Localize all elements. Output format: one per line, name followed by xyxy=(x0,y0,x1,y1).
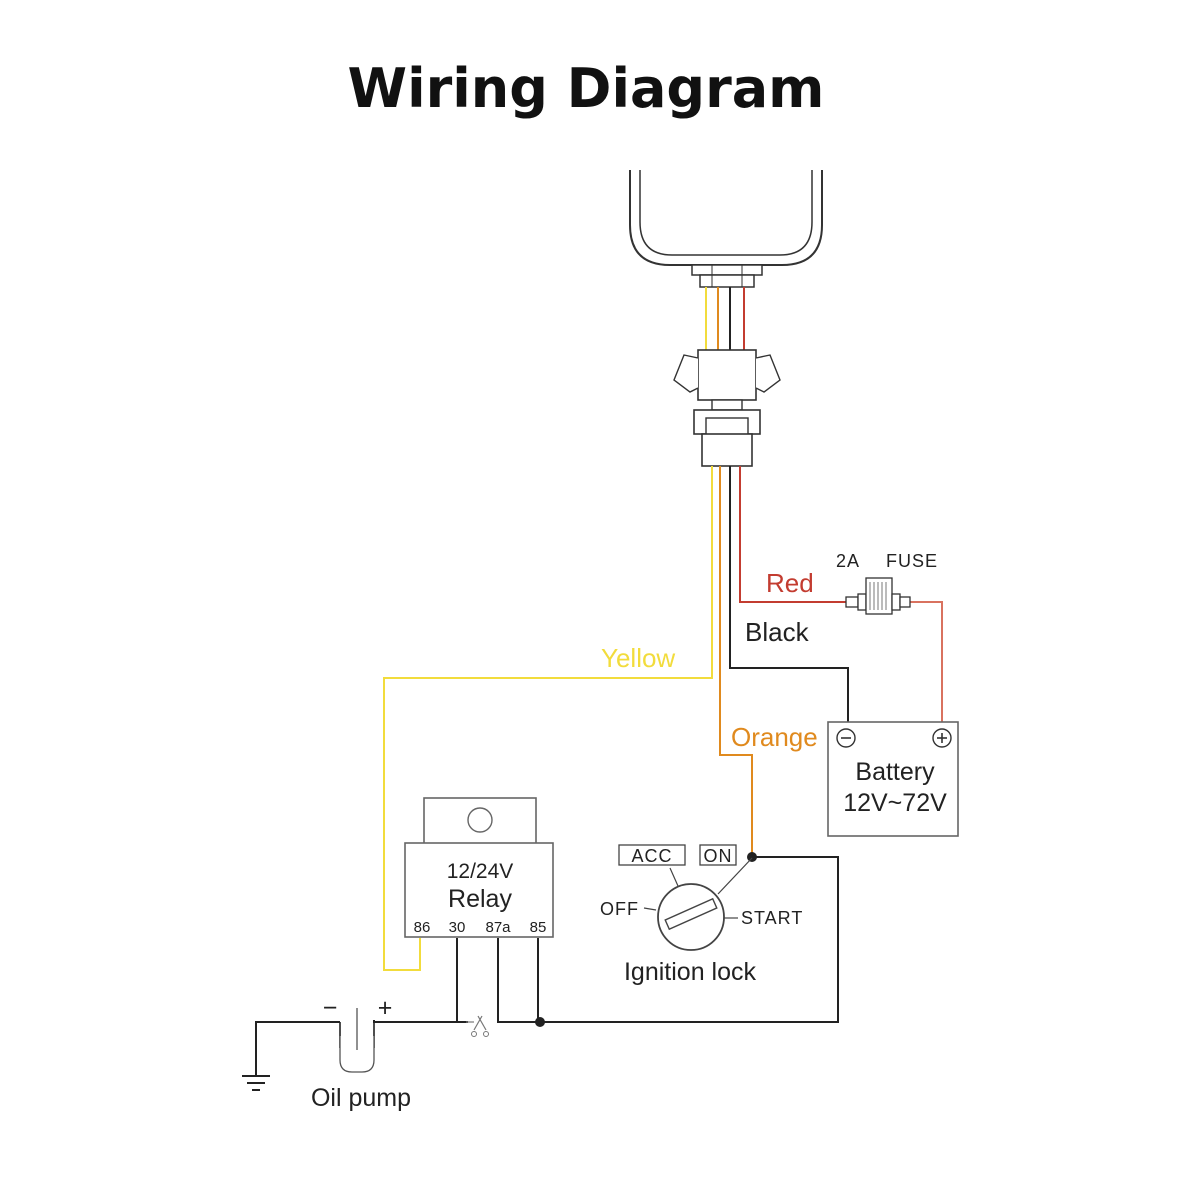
ignition-on-label: ON xyxy=(704,846,733,866)
yellow-wire xyxy=(383,466,713,971)
relay-voltage: 12/24V xyxy=(447,860,514,883)
relay-body xyxy=(404,842,554,938)
relay-pin-87a: 87a xyxy=(485,919,511,936)
red-wire-label: Red xyxy=(766,568,814,598)
fuse-rating-label: 2A xyxy=(836,551,860,571)
inline-fuse-icon xyxy=(845,577,911,615)
relay-name: Relay xyxy=(448,885,512,913)
pump-negative-wire xyxy=(255,1021,340,1075)
red-wire xyxy=(739,466,852,603)
page-title: Wiring Diagram xyxy=(348,57,825,120)
relay-pin-86: 86 xyxy=(414,919,431,936)
switch-contact-icon xyxy=(466,1015,489,1037)
connector-plug-icon xyxy=(673,349,781,467)
relay-mount-hole xyxy=(467,807,493,833)
ignition-off-label: OFF xyxy=(600,899,639,919)
oil-pump-icon xyxy=(339,1008,375,1073)
pump-name: Oil pump xyxy=(311,1084,411,1112)
fuse-to-battery-wire xyxy=(906,601,943,724)
battery-voltage: 12V~72V xyxy=(843,789,947,817)
pump-plus-label: + xyxy=(378,994,393,1022)
junction-dot-85 xyxy=(535,1017,545,1027)
ground-icon xyxy=(242,1075,270,1091)
black-wire-label: Black xyxy=(745,617,810,647)
relay-pin-85: 85 xyxy=(530,919,547,936)
ignition-switch-icon xyxy=(618,844,753,951)
battery-name: Battery xyxy=(855,758,935,786)
ignition-acc-box xyxy=(618,844,686,866)
fuse-label: FUSE xyxy=(886,551,938,571)
relay-87a-wire xyxy=(497,856,839,1023)
ignition-key-slot xyxy=(664,897,718,931)
ignition-on-box xyxy=(699,844,737,866)
black-wire xyxy=(729,466,849,724)
junction-dot-on xyxy=(747,852,757,862)
ignition-name: Ignition lock xyxy=(624,958,757,986)
pump-minus-label: − xyxy=(323,994,338,1022)
relay-30-wire xyxy=(456,938,468,1023)
tracker-device-icon xyxy=(629,170,823,288)
ignition-start-label: START xyxy=(741,908,803,928)
relay-icon xyxy=(404,797,554,938)
device-lead-wires xyxy=(705,287,745,352)
ignition-acc-label: ACC xyxy=(631,846,672,866)
orange-wire xyxy=(719,466,753,857)
relay-pin-30: 30 xyxy=(449,919,466,936)
yellow-wire-label: Yellow xyxy=(601,643,675,673)
orange-wire-label: Orange xyxy=(731,722,818,752)
battery-icon xyxy=(827,721,959,837)
